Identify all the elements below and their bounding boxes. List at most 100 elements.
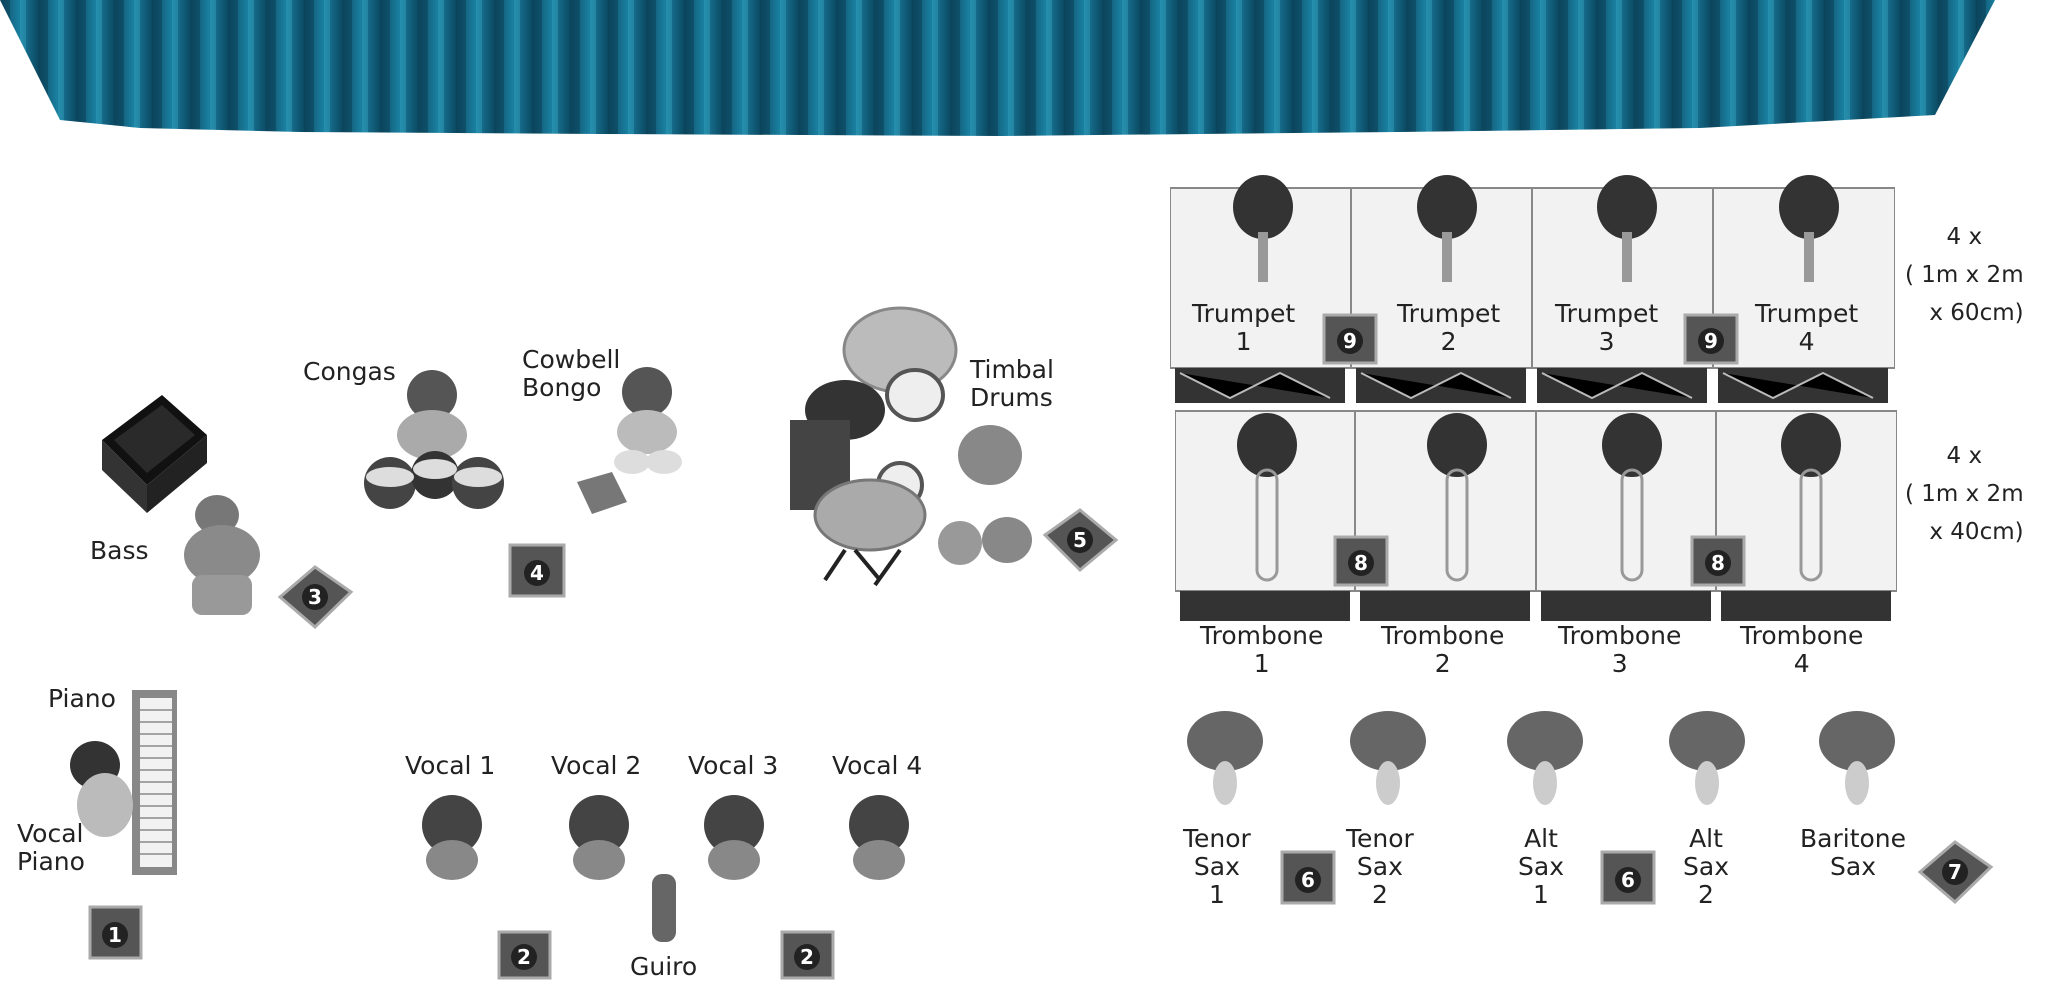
trumpet3-name: Trumpet <box>1555 300 1658 328</box>
alt-sax1-player <box>1500 703 1590 813</box>
trombone2-num: 2 <box>1381 650 1504 678</box>
vocal1-label: Vocal 1 <box>405 752 495 780</box>
vocal-piano-label: Vocal Piano <box>17 820 85 876</box>
bongo-player <box>572 362 692 522</box>
monitor-8a-number: 8 <box>1354 551 1368 575</box>
monitor-6a: 6 <box>1280 850 1336 905</box>
tenor-sax1-line2: Sax <box>1183 853 1251 881</box>
vocal2-singer <box>562 790 637 890</box>
riser-bottom-spec-height: x 40cm) <box>1905 513 2024 551</box>
alt-sax2-line3: 2 <box>1683 881 1729 909</box>
vocal4-label: Vocal 4 <box>832 752 922 780</box>
trumpet2-label: Trumpet2 <box>1397 300 1500 356</box>
tenor-sax2-line2: Sax <box>1346 853 1414 881</box>
trumpet3-player <box>1592 172 1662 287</box>
trombone3-player <box>1597 410 1667 585</box>
alt-sax2-line1: Alt <box>1683 825 1729 853</box>
monitor-4: 4 <box>508 543 566 598</box>
monitor-9a: 9 <box>1322 313 1378 365</box>
tenor-sax1-player <box>1180 703 1270 813</box>
monitor-8b: 8 <box>1690 535 1746 587</box>
trombone1-player <box>1232 410 1302 585</box>
monitor-2b-number: 2 <box>800 945 814 969</box>
tenor-sax2-line3: 2 <box>1346 881 1414 909</box>
monitor-5-number: 5 <box>1073 528 1087 552</box>
riser-bottom-spec-size: ( 1m x 2m <box>1905 475 2024 513</box>
trombone1-num: 1 <box>1200 650 1323 678</box>
tenor-sax1-line1: Tenor <box>1183 825 1251 853</box>
timbal-label: Timbal <box>970 356 1054 384</box>
monitor-1: 1 <box>88 905 143 960</box>
monitor-2b: 2 <box>780 930 835 980</box>
monitor-2a-number: 2 <box>517 945 531 969</box>
tenor-sax2-line1: Tenor <box>1346 825 1414 853</box>
monitor-6b-number: 6 <box>1621 868 1635 892</box>
vocal3-label: Vocal 3 <box>688 752 778 780</box>
guiro-label: Guiro <box>630 953 697 981</box>
riser-top-spec-size: ( 1m x 2m <box>1905 256 2024 294</box>
monitor-3-number: 3 <box>308 585 322 609</box>
trombone2-name: Trombone <box>1381 622 1504 650</box>
alt-sax2-player <box>1662 703 1752 813</box>
monitor-6a-number: 6 <box>1301 868 1315 892</box>
baritone-sax-line2: Sax <box>1800 853 1906 881</box>
trombone4-player <box>1776 410 1846 585</box>
drums-label: Drums <box>970 384 1054 412</box>
trumpet4-num: 4 <box>1755 328 1858 356</box>
vocal-piano-line2: Piano <box>17 848 85 876</box>
trombone2-label: Trombone2 <box>1381 622 1504 678</box>
trumpet3-num: 3 <box>1555 328 1658 356</box>
trombone3-name: Trombone <box>1558 622 1681 650</box>
baritone-sax-player <box>1812 703 1902 813</box>
trumpet4-name: Trumpet <box>1755 300 1858 328</box>
monitor-4-number: 4 <box>530 561 544 585</box>
bass-label: Bass <box>90 537 149 565</box>
trumpet1-num: 1 <box>1192 328 1295 356</box>
monitor-9b-number: 9 <box>1704 329 1718 353</box>
timbal-set <box>935 425 1050 595</box>
piano-label: Piano <box>48 685 116 713</box>
monitor-7-number: 7 <box>1948 860 1962 884</box>
monitor-7: 7 <box>1915 837 1995 907</box>
trumpet2-num: 2 <box>1397 328 1500 356</box>
baritone-sax-line1: Baritone <box>1800 825 1906 853</box>
trumpet2-player <box>1412 172 1482 287</box>
vocal4-singer <box>842 790 917 890</box>
tenor-sax1-line3: 1 <box>1183 881 1251 909</box>
trombone3-num: 3 <box>1558 650 1681 678</box>
trombone2-player <box>1422 410 1492 585</box>
bass-player <box>172 490 272 620</box>
monitor-8a: 8 <box>1333 535 1389 587</box>
congas-player <box>360 365 510 525</box>
alt-sax1-line1: Alt <box>1518 825 1564 853</box>
vocal3-singer <box>697 790 772 890</box>
monitor-8b-number: 8 <box>1711 551 1725 575</box>
monitor-3: 3 <box>275 562 355 632</box>
trumpet4-player <box>1774 172 1844 287</box>
monitor-2a: 2 <box>497 930 552 980</box>
riser-top-spec-height: x 60cm) <box>1905 294 2024 332</box>
alt-sax2-line2: Sax <box>1683 853 1729 881</box>
monitor-5: 5 <box>1040 505 1120 575</box>
guiro-instrument <box>648 872 680 944</box>
stage-curtain <box>0 0 2062 150</box>
monitor-6b: 6 <box>1600 850 1656 905</box>
alt-sax1-line2: Sax <box>1518 853 1564 881</box>
trumpet2-name: Trumpet <box>1397 300 1500 328</box>
trombone4-name: Trombone <box>1740 622 1863 650</box>
trumpet1-name: Trumpet <box>1192 300 1295 328</box>
tenor-sax2-player <box>1343 703 1433 813</box>
riser-bottom-spec: 4 x ( 1m x 2m x 40cm) <box>1905 437 2024 551</box>
